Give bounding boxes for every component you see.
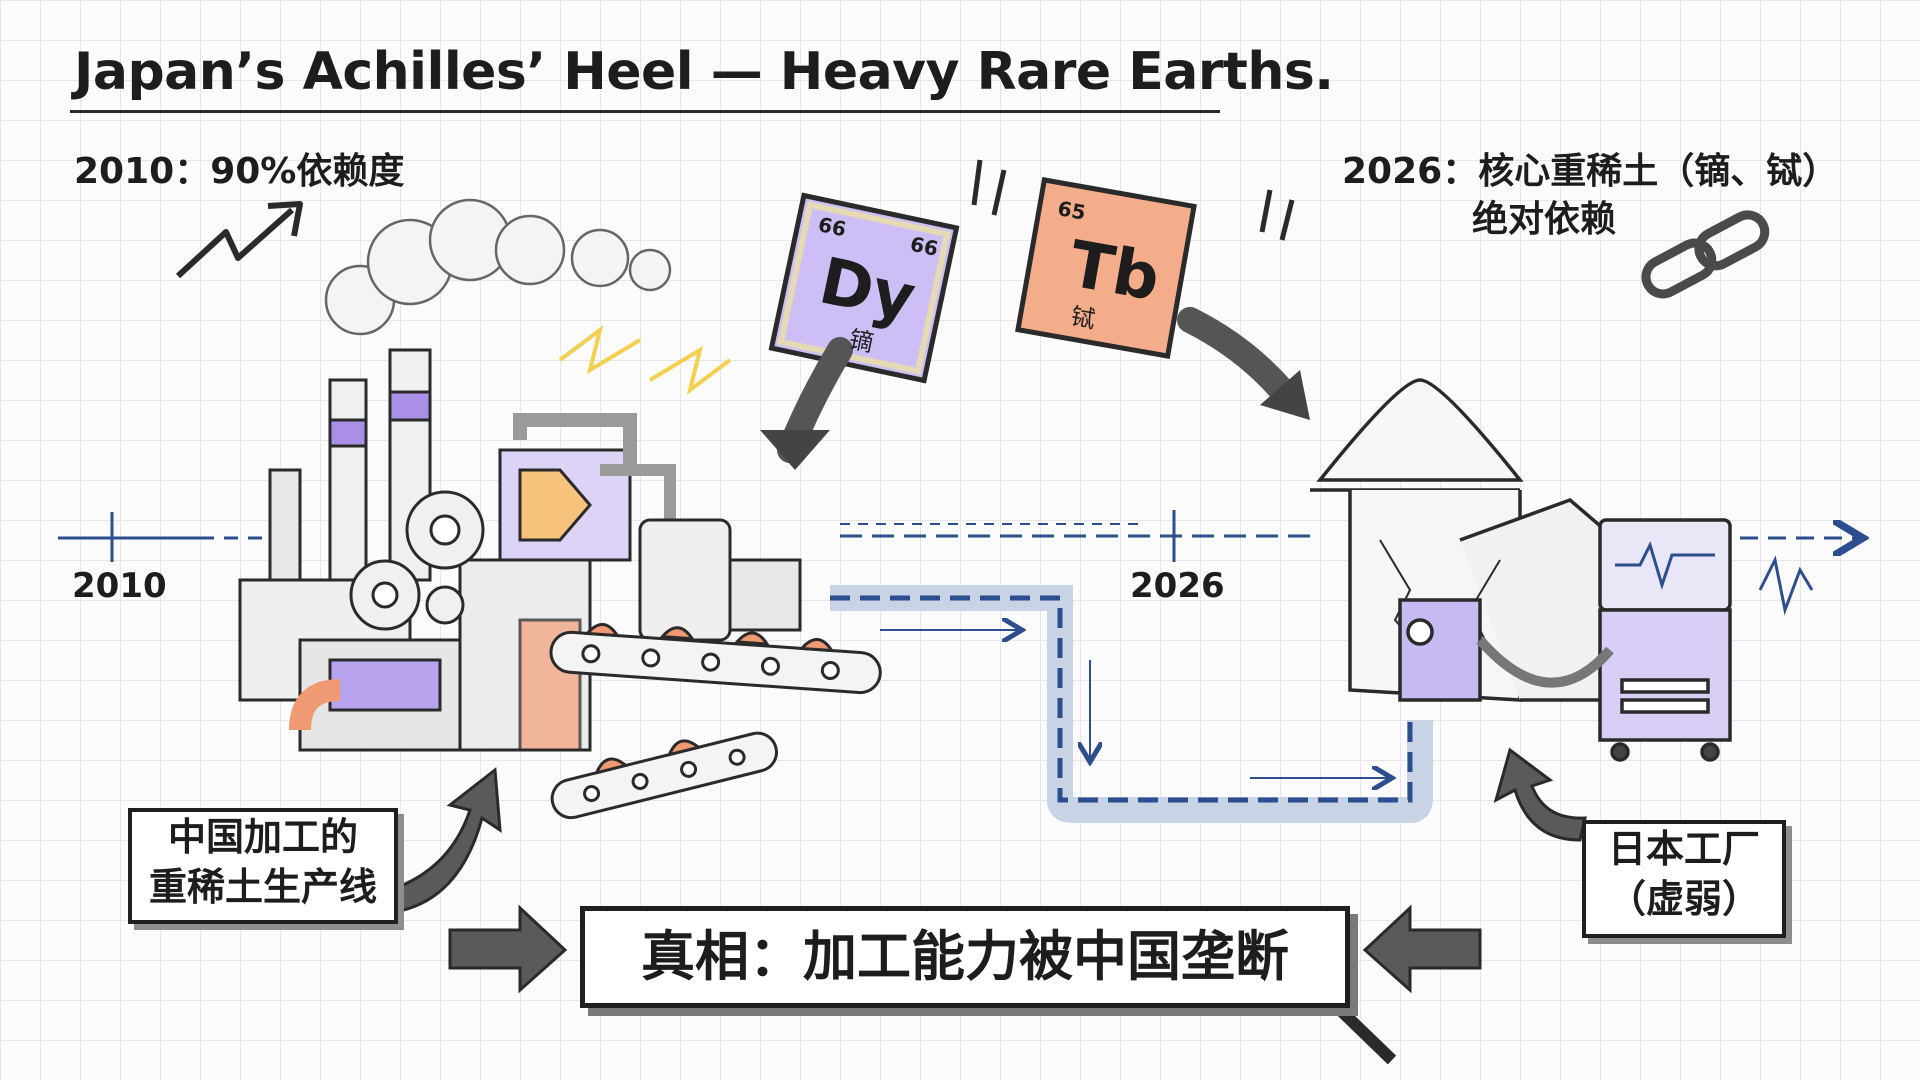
china-production-line-label: 中国加工的 重稀土生产线 (128, 808, 398, 924)
timeline-year-end: 2026 (1130, 566, 1225, 606)
element-tile-tb (1015, 177, 1197, 359)
note-2026-line1: 2026：核心重稀土（镝、铽） (1342, 151, 1839, 192)
house-icon (1310, 378, 1642, 702)
note-2026: 2026：核心重稀土（镝、铽） 绝对依赖 (1342, 148, 1838, 244)
china-label-line1: 中国加工的 (167, 815, 358, 859)
tb-number: 65 (1055, 196, 1088, 225)
chain-link-icon (1641, 210, 1770, 299)
note-2010: 2010：90%依赖度 (74, 151, 405, 192)
title-underline (70, 110, 1220, 113)
medical-monitor-icon (1476, 518, 1814, 762)
supply-pipeline (830, 585, 1433, 823)
timeline (58, 510, 1860, 562)
tb-name: 铽 (1068, 302, 1098, 334)
note-2026-line2: 绝对依赖 (1472, 199, 1617, 240)
japan-label-line2: （虚弱） (1607, 877, 1760, 921)
dy-name: 镝 (846, 325, 876, 358)
china-label-line2: 重稀土生产线 (148, 865, 377, 909)
factory-icon (238, 198, 882, 820)
zigzag-up-arrow-icon (175, 201, 303, 279)
tb-tile-text: 65 Tb 铽 (1031, 191, 1189, 349)
dy-number: 66 (816, 212, 849, 242)
pointer-arrow-icon (388, 747, 1587, 994)
timeline-year-start: 2010 (72, 566, 167, 606)
dy-number-alt: 66 (908, 231, 941, 261)
truth-banner: 真相：加工能力被中国垄断 (580, 906, 1350, 1008)
page-title: Japan’s Achilles’ Heel — Heavy Rare Eart… (74, 42, 1334, 102)
japan-factory-label: 日本工厂 （虚弱） (1582, 820, 1786, 938)
curved-arrow-icon (760, 307, 1310, 470)
japan-label-line1: 日本工厂 (1607, 827, 1760, 871)
dy-tile-text: 66 66 Dy 镝 (787, 207, 953, 373)
exclamation-marks (971, 159, 1295, 241)
